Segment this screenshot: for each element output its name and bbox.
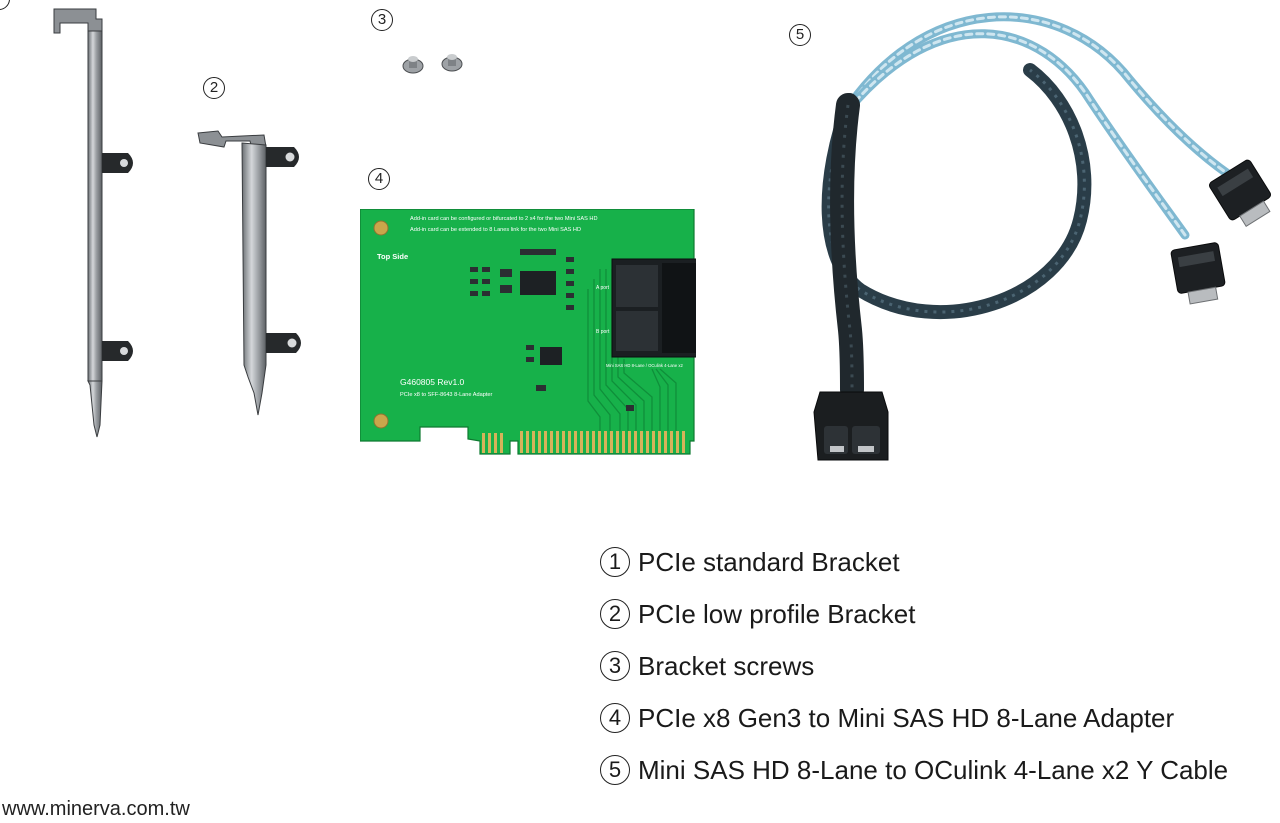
pcb-model-desc: PCIe x8 to SFF-8643 8-Lane Adapter: [400, 392, 492, 398]
legend-item-2: 2 PCIe low profile Bracket: [600, 588, 1270, 640]
legend-label-5: Mini SAS HD 8-Lane to OCulink 4-Lane x2 …: [638, 754, 1229, 785]
pcb-side-label: Top Side: [377, 252, 408, 261]
pcb-model: G460805 Rev1.0: [400, 377, 465, 387]
legend-item-5: 5 Mini SAS HD 8-Lane to OCulink 4-Lane x…: [600, 744, 1270, 796]
low-profile-bracket-image: [197, 130, 301, 416]
callout-4: 4: [368, 168, 390, 190]
pcb-port-b: B port: [596, 329, 610, 335]
legend-item-4: 4 PCIe x8 Gen3 to Mini SAS HD 8-Lane Ada…: [600, 692, 1270, 744]
legend-label-1: PCIe standard Bracket: [638, 546, 900, 577]
legend-number-4: 4: [600, 703, 630, 733]
legend-label-4: PCIe x8 Gen3 to Mini SAS HD 8-Lane Adapt…: [638, 702, 1175, 733]
callout-1-partial: [0, 0, 10, 10]
legend-number-2: 2: [600, 599, 630, 629]
legend-label-2: PCIe low profile Bracket: [638, 598, 916, 629]
pcb-connector-note: Mini SAS HD 8-Lane / OCulink 4-Lane x2: [606, 363, 683, 368]
legend-item-1: 1 PCIe standard Bracket: [600, 536, 1270, 588]
pcb-note-line2: Add-in card can be extended to 8 Lanes l…: [410, 227, 581, 233]
callout-2: 2: [203, 77, 225, 99]
callout-3: 3: [371, 9, 393, 31]
legend-label-3: Bracket screws: [638, 650, 815, 681]
callout-5: 5: [789, 24, 811, 46]
standard-bracket-image: [53, 8, 133, 438]
y-cable-image: [813, 12, 1271, 461]
parts-legend: 1 PCIe standard Bracket 2 PCIe low profi…: [600, 536, 1270, 796]
website-url: www.minerva.com.tw: [2, 798, 190, 820]
pcie-adapter-card-image: Add-in card can be configured or bifurca…: [360, 209, 696, 455]
bracket-screws-image: [402, 54, 463, 74]
pcb-note-line1: Add-in card can be configured or bifurca…: [410, 216, 598, 222]
legend-item-3: 3 Bracket screws: [600, 640, 1270, 692]
legend-number-1: 1: [600, 547, 630, 577]
legend-number-5: 5: [600, 755, 630, 785]
pcb-port-a: A port: [596, 285, 610, 291]
legend-number-3: 3: [600, 651, 630, 681]
